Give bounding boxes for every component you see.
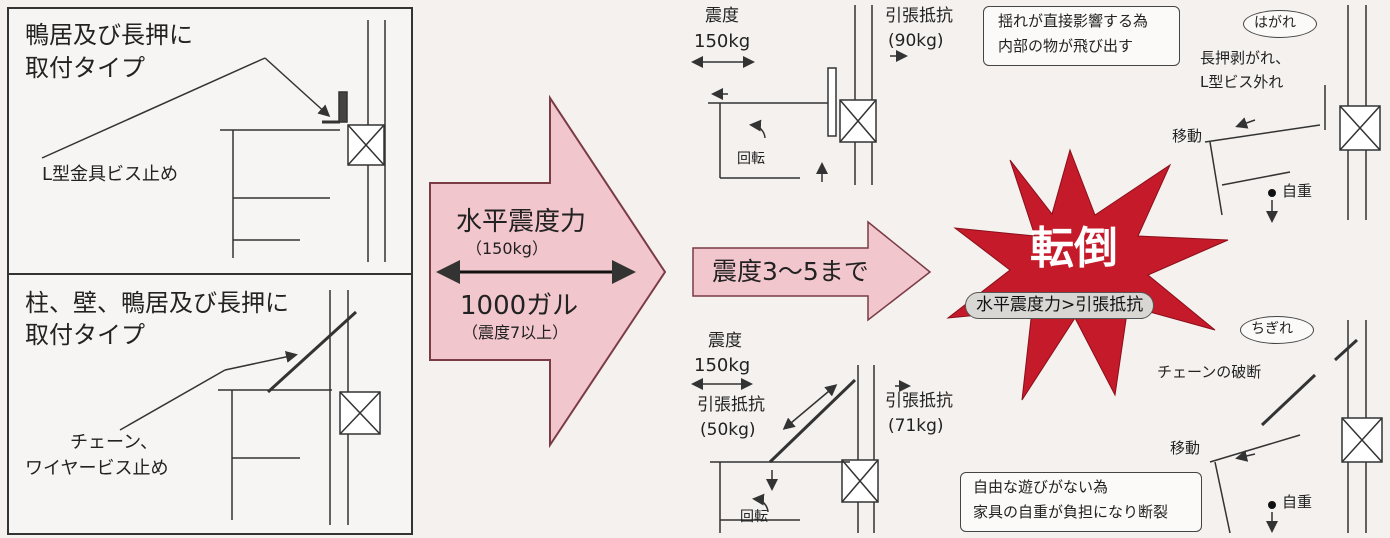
result-top-note: 揺れが直接影響する為 内部の物が飛び出す [983,6,1180,66]
type2-title-line1: 柱、壁、鴨居及び長押に [25,289,289,317]
top-tension-label: 引張抵抗 [885,6,953,26]
type2-title-line2: 取付タイプ [25,321,145,349]
result-top-note-line1: 揺れが直接影響する為 [998,12,1149,30]
type1-title-line1: 鴨居及び長押に [25,21,193,49]
result-bottom-tag-text: ちぎれ [1251,321,1293,337]
bottom-seismic-label: 震度 [708,331,742,351]
top-case-drawing [691,5,908,185]
result-top-detail-line1: 長押剥がれ、 [1200,49,1291,67]
type1-drawing [41,20,386,262]
type1-panel [7,7,413,277]
result-top-tag: はがれ [1243,10,1317,38]
result-bottom-detail: チェーンの破断 [1157,363,1262,381]
result-bottom-move: 移動 [1170,439,1201,457]
burst-caption: 水平震度力>引張抵抗 [965,292,1155,319]
result-top-weight: 自重 [1282,182,1313,200]
big-arrow-intensity: （震度7以上） [462,323,569,342]
burst-title: 転倒 [1030,223,1118,274]
mid-arrow-label: 震度3〜5まで [712,257,869,286]
result-bottom-note: 自由な遊びがない為 家具の自重が負担になり断裂 [960,472,1202,532]
bottom-rotation-label: 回転 [740,509,768,525]
type1-title-line2: 取付タイプ [25,54,145,82]
big-arrow-accel: 1000ガル [460,291,579,321]
result-bottom-note-line2: 家具の自重が負担になり断裂 [973,503,1169,521]
top-tension-value: (90kg) [888,31,944,51]
type2-drawing [119,290,381,525]
result-top-move: 移動 [1172,127,1203,145]
type1-fixing-label: L型金具ビス止め [42,164,179,185]
result-top-note-line2: 内部の物が飛び出す [998,37,1134,55]
result-bottom-drawing [1209,320,1383,534]
result-bottom-tag: ちぎれ [1240,316,1314,344]
result-bottom-weight: 自重 [1282,493,1313,511]
weight-dot-bottom [1268,501,1276,509]
top-seismic-label: 震度 [705,6,739,26]
bottom-seismic-value: 150kg [694,355,751,376]
bottom-tension-value: (71kg) [888,416,944,436]
result-top-drawing [1204,5,1381,223]
bottom-case-drawing [691,365,911,533]
intensity-arrow [692,220,932,322]
bottom-tension-label: 引張抵抗 [885,391,953,411]
result-top-tag-text: はがれ [1254,15,1296,31]
type2-fixing-label-line1: チェーン、 [70,432,159,453]
result-top-detail-line2: L型ビス外れ [1200,73,1284,91]
bottom-resist-value: (50kg) [700,420,756,440]
type2-fixing-label-line2: ワイヤービス止め [25,458,169,479]
result-bottom-note-line1: 自由な遊びがない為 [973,478,1109,496]
big-arrow-label: 水平震度力 [456,207,587,237]
bottom-resist-label: 引張抵抗 [697,395,765,415]
top-rotation-label: 回転 [737,151,765,167]
weight-dot-top [1268,189,1276,197]
top-seismic-value: 150kg [694,31,751,52]
big-arrow-force: （150kg） [466,239,548,258]
